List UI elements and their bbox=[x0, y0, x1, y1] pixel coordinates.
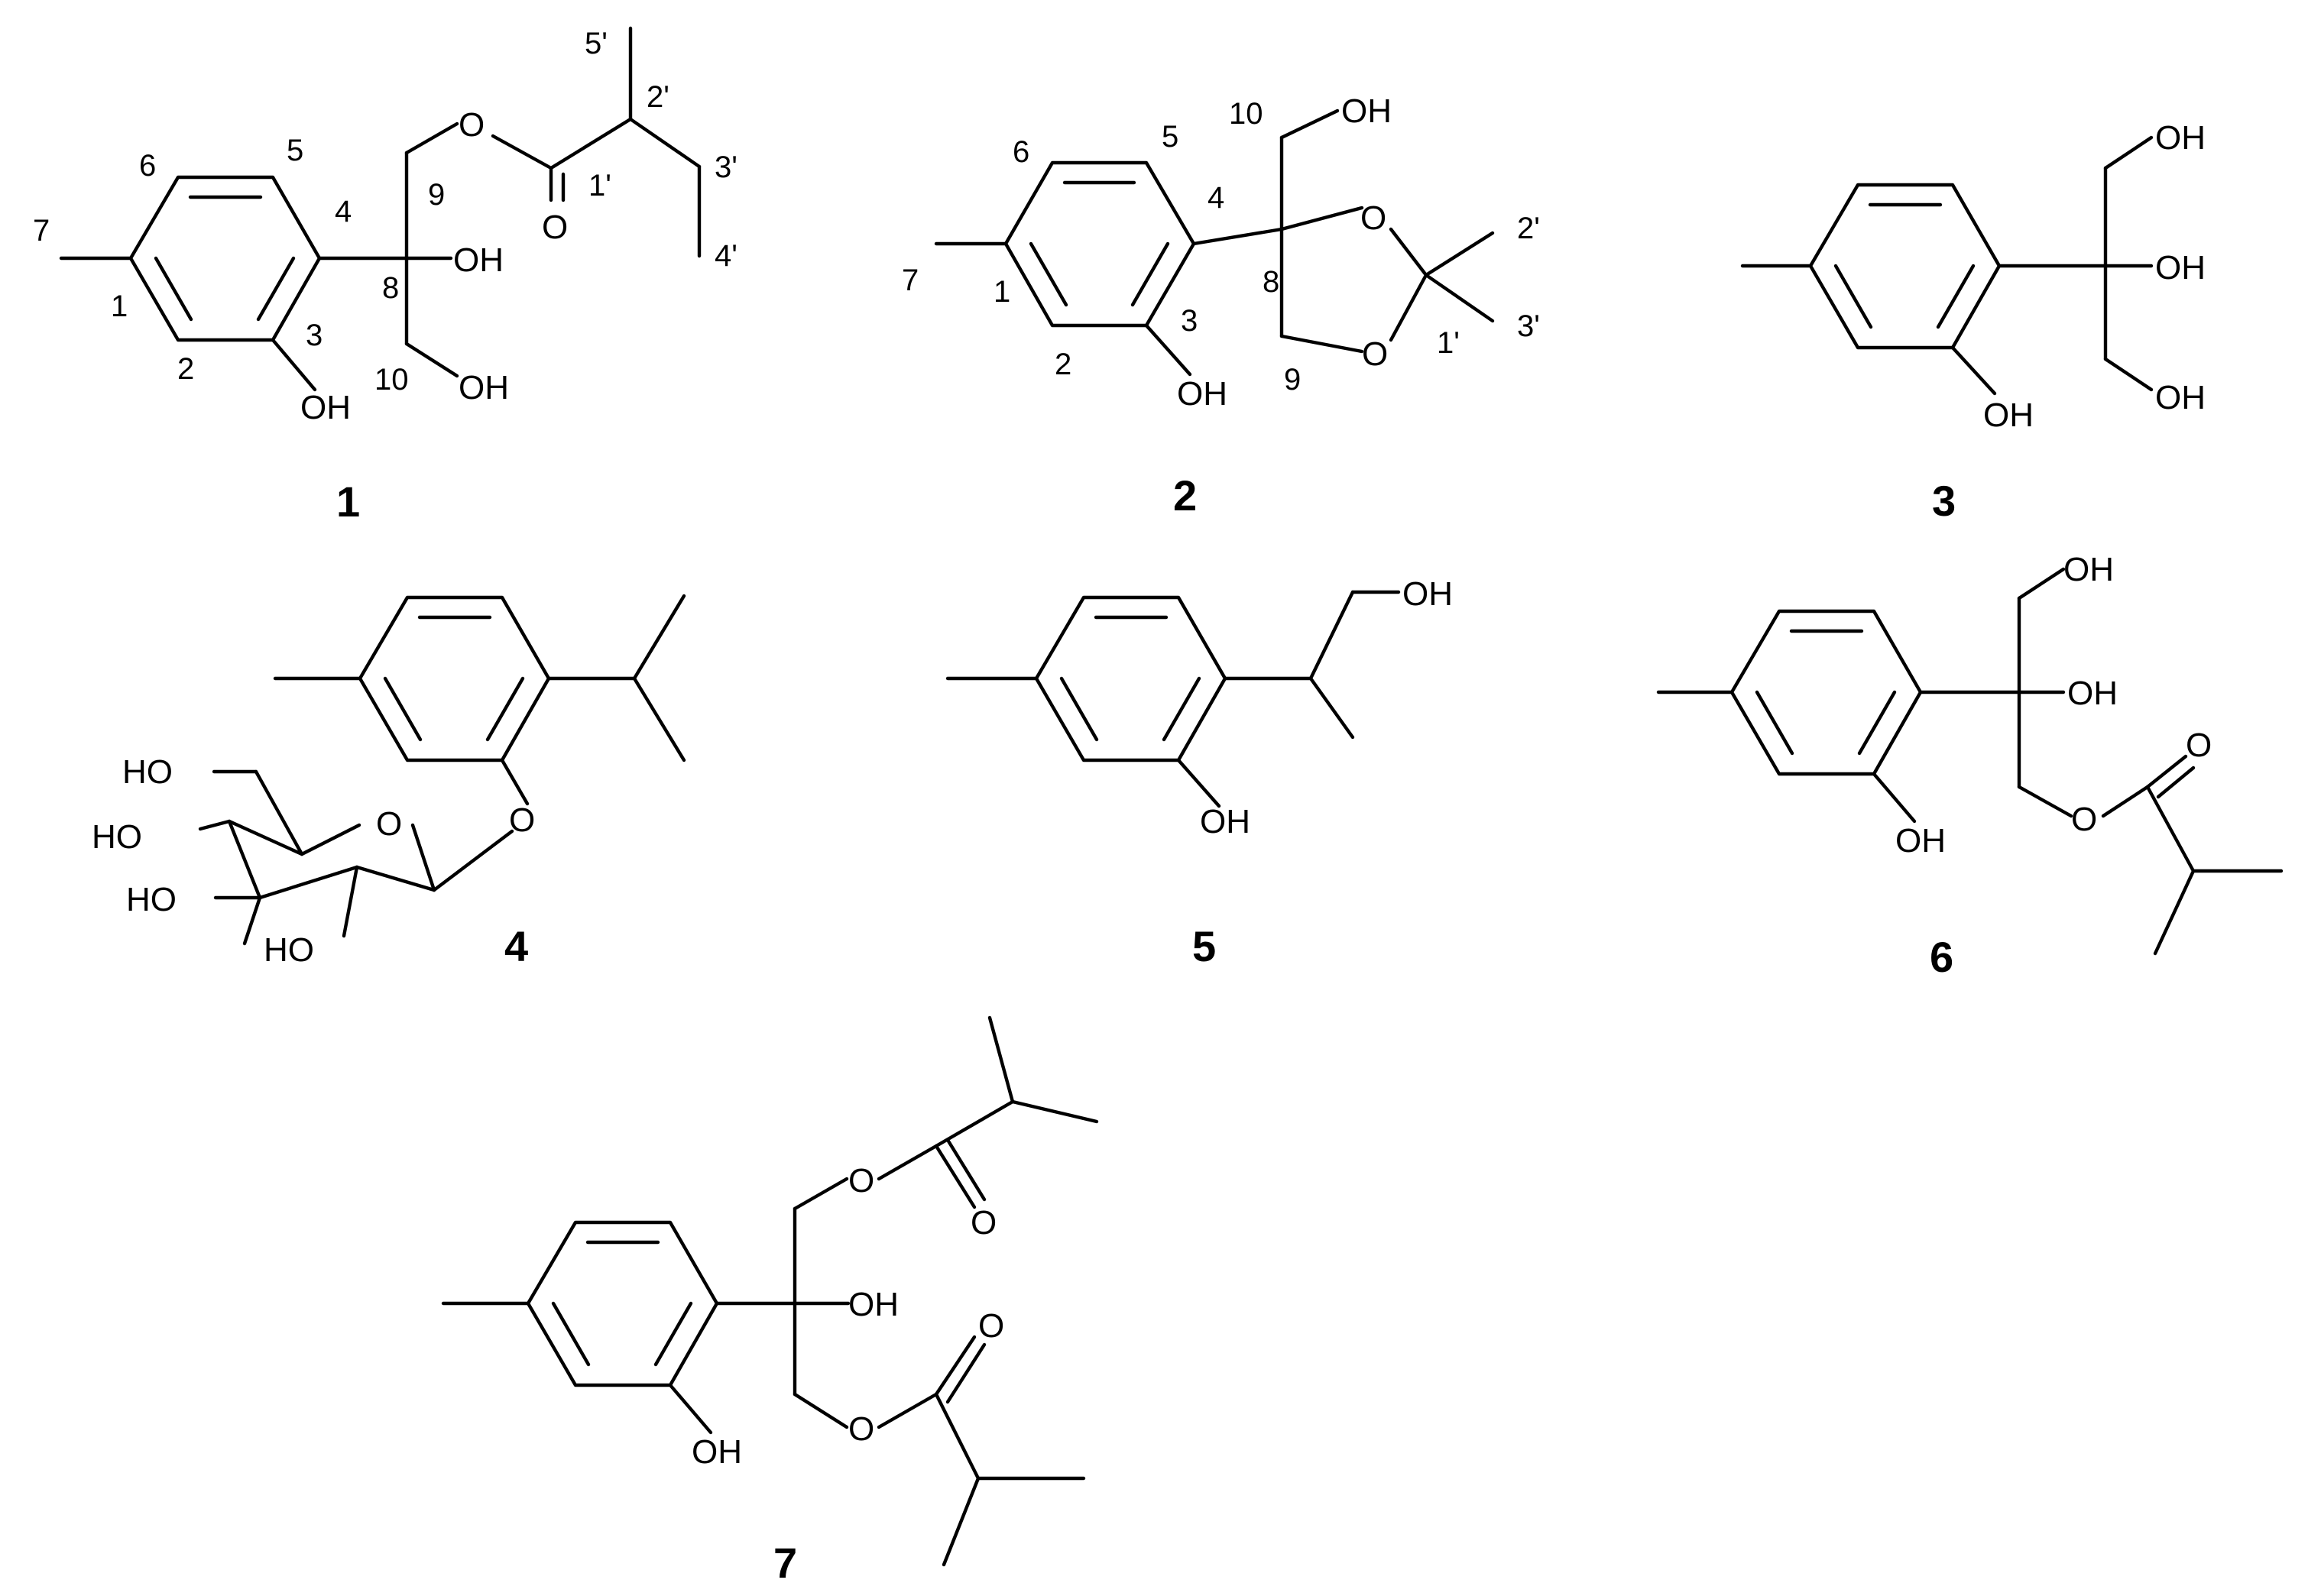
locant: 1' bbox=[588, 169, 611, 202]
atom-label: OH bbox=[2155, 119, 2206, 157]
atom-label: OH bbox=[453, 241, 504, 279]
atom-label: HO bbox=[92, 818, 142, 856]
locant: 2 bbox=[177, 352, 194, 386]
atom-label: OH bbox=[1895, 822, 1946, 860]
atom-label: O bbox=[2071, 801, 2097, 838]
atom-label: OH bbox=[2155, 379, 2206, 416]
compound-1: O O OH OH OH 1 2 3 4 5 6 7 8 9 10 1' 2' … bbox=[33, 26, 737, 526]
atom-label: OH bbox=[2067, 675, 2118, 712]
atom-label: OH bbox=[1983, 397, 2034, 434]
locant: 2' bbox=[647, 80, 669, 114]
atom-label: O bbox=[542, 209, 568, 246]
atom-label: OH bbox=[2155, 249, 2206, 287]
atom-label: O bbox=[848, 1410, 874, 1448]
atom-label: O bbox=[1360, 199, 1386, 237]
locant: 6 bbox=[139, 149, 156, 183]
locant: 4' bbox=[715, 239, 737, 273]
atom-label: O bbox=[2186, 727, 2212, 764]
compound-number: 3 bbox=[1932, 477, 1956, 525]
locant: 1 bbox=[111, 290, 128, 323]
locant: 8 bbox=[1263, 265, 1279, 299]
locant: 1' bbox=[1437, 326, 1460, 360]
locant: 3 bbox=[306, 319, 323, 352]
compound-5: OH OH 5 bbox=[945, 575, 1453, 970]
atom-label: OH bbox=[848, 1286, 899, 1323]
locant: 10 bbox=[374, 363, 409, 397]
atom-label: OH bbox=[1341, 92, 1392, 130]
compound-number: 4 bbox=[504, 922, 528, 970]
atom-label: OH bbox=[1177, 375, 1227, 413]
locant: 3' bbox=[715, 151, 737, 184]
locant: 10 bbox=[1229, 97, 1263, 131]
locant: 3 bbox=[1181, 304, 1198, 338]
atom-label: OH bbox=[692, 1433, 742, 1471]
compound-4: O O HO HO HO HO 4 bbox=[92, 594, 686, 970]
atom-label: OH bbox=[1200, 803, 1250, 840]
locant: 9 bbox=[1284, 363, 1301, 397]
locant: 2 bbox=[1055, 348, 1071, 381]
atom-label: HO bbox=[264, 931, 314, 969]
atom-label: OH bbox=[459, 369, 509, 406]
compound-7: OH OH O O O O 7 bbox=[441, 1015, 1099, 1587]
locant: 4 bbox=[1208, 181, 1224, 215]
locant: 5' bbox=[585, 27, 608, 60]
compound-number: 6 bbox=[1930, 933, 1953, 981]
locant: 3' bbox=[1517, 309, 1540, 343]
atom-label: OH bbox=[2063, 551, 2114, 588]
atom-label: O bbox=[978, 1307, 1004, 1345]
compound-number: 5 bbox=[1192, 922, 1216, 970]
locant: 9 bbox=[428, 178, 445, 212]
compound-number: 7 bbox=[773, 1539, 797, 1587]
atom-label: HO bbox=[126, 881, 177, 918]
locant: 7 bbox=[33, 214, 50, 248]
locant: 1 bbox=[994, 275, 1010, 309]
compound-number: 2 bbox=[1173, 471, 1197, 520]
atom-label: O bbox=[459, 106, 485, 144]
atom-label: O bbox=[848, 1162, 874, 1199]
atom-label: O bbox=[376, 805, 402, 843]
atom-label: O bbox=[509, 801, 535, 839]
compound-6: OH OH OH O O 6 bbox=[1656, 551, 2284, 981]
compound-number: 1 bbox=[336, 478, 360, 526]
atom-label: HO bbox=[122, 753, 173, 791]
locant: 7 bbox=[902, 264, 919, 297]
atom-label: O bbox=[1362, 335, 1388, 373]
locant: 6 bbox=[1013, 135, 1029, 169]
compound-2: OH O O OH 1 2 3 4 5 6 7 8 9 10 1' 2' 3' … bbox=[902, 92, 1540, 520]
locant: 5 bbox=[1162, 120, 1178, 154]
locant: 5 bbox=[287, 134, 303, 167]
compound-3: OH OH OH OH 3 bbox=[1740, 119, 2206, 525]
locant: 8 bbox=[382, 271, 399, 305]
atom-label: OH bbox=[1402, 575, 1453, 613]
atom-label: O bbox=[971, 1204, 997, 1242]
locant: 2' bbox=[1517, 212, 1540, 245]
atom-label: OH bbox=[300, 389, 351, 426]
locant: 4 bbox=[335, 195, 352, 228]
